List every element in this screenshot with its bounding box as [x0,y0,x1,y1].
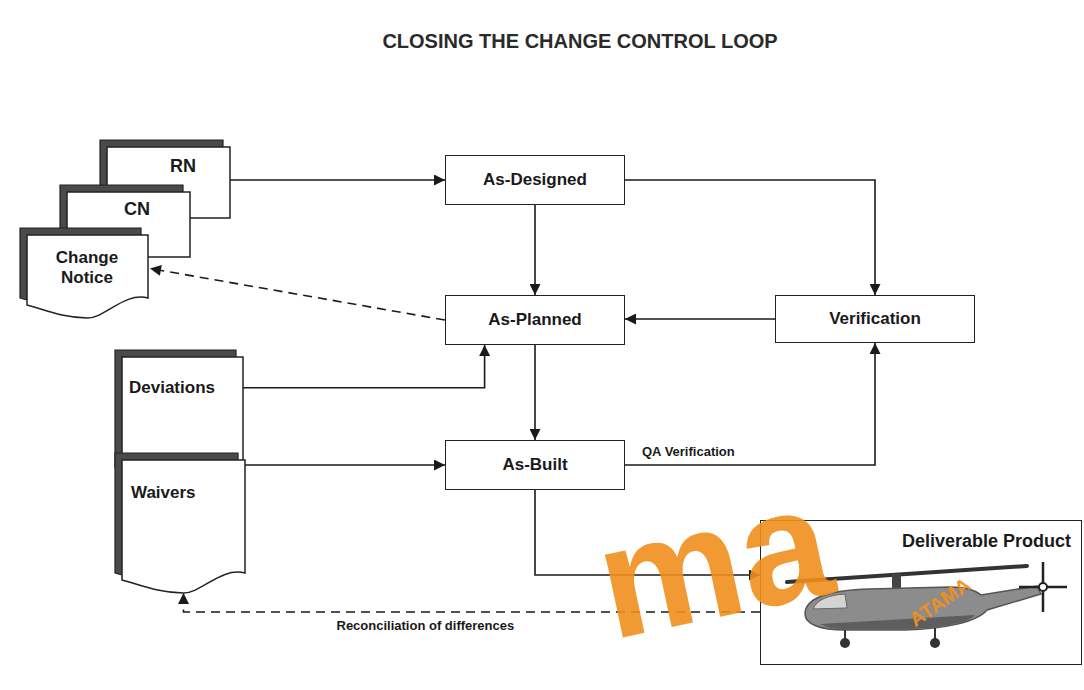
node-text: As-Planned [488,310,582,330]
connector [150,269,445,321]
wheel [930,638,940,648]
diagram-title: CLOSING THE CHANGE CONTROL LOOP [382,30,777,53]
connector [534,205,536,295]
wheel [840,638,850,648]
process-box: As-Planned [445,295,625,345]
document-face [27,235,148,318]
connector-label: Reconciliation of differences [334,618,518,633]
tail-rotor-hub [1039,583,1047,591]
document-face [122,460,245,593]
document-sheet: Change Notice [20,228,148,318]
process-box: As-Built [445,440,625,490]
node-text: Change Notice [39,248,135,287]
connector [534,345,536,440]
node-text: Verification [829,309,921,329]
fuselage-shade [820,615,975,629]
connector-label: QA Verification [639,444,738,459]
connector [625,343,875,465]
document-outline [115,453,245,593]
connector [245,464,445,466]
process-box: Verification [775,295,975,343]
node-text: Waivers [131,483,196,503]
node-text: Deviations [129,378,215,398]
connector [625,180,875,295]
connector [243,345,485,388]
connector [230,179,445,181]
document-sheet: Waivers [115,453,245,593]
node-text: Deliverable Product [902,531,1071,552]
node-text: CN [124,199,150,220]
process-box: As-Designed [445,155,625,205]
connector [625,318,775,320]
node-text: RN [170,156,196,177]
node-text: As-Designed [483,170,587,190]
watermark: ma [584,460,843,665]
node-text: As-Built [502,455,567,475]
